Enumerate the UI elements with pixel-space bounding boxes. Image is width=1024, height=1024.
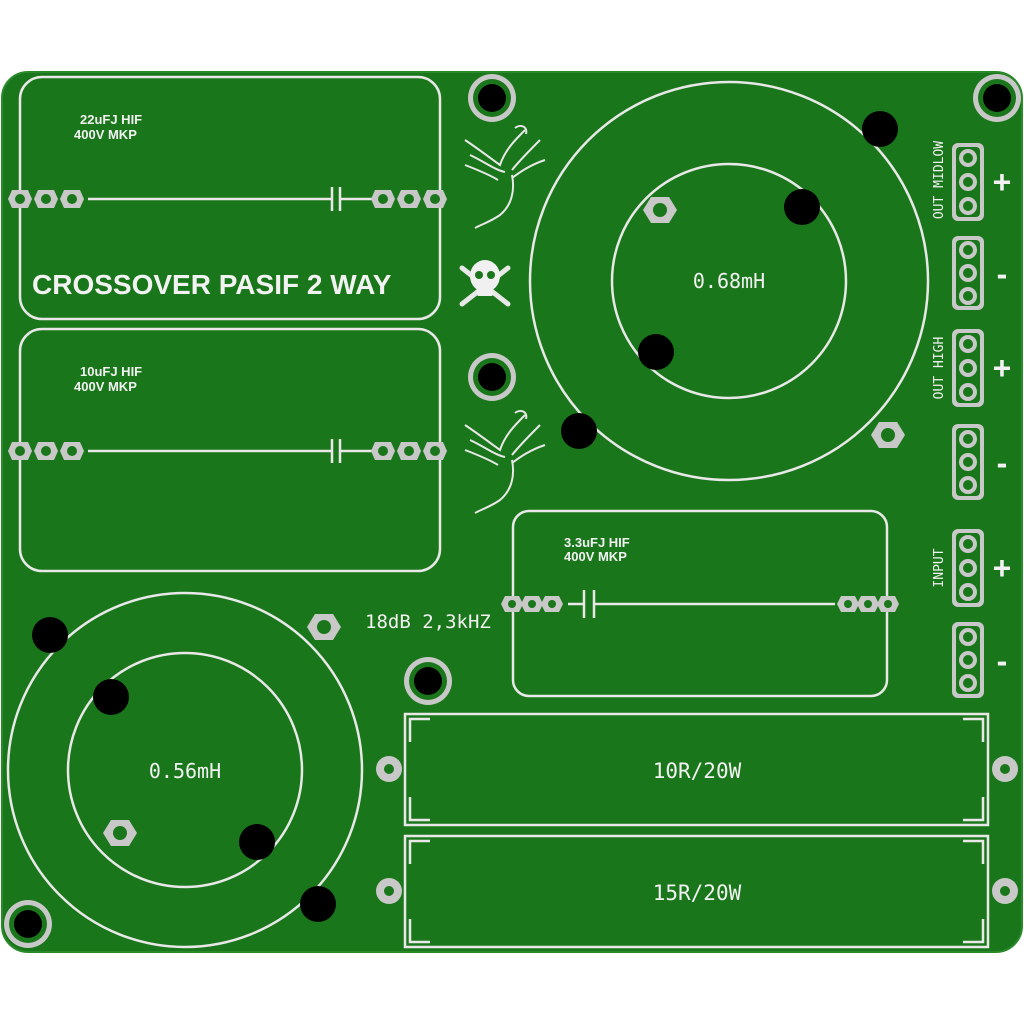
phoenix-icon [464, 410, 546, 514]
mounting-hole-bottom-left [4, 900, 52, 948]
terminal-input: + INPUT [932, 529, 1011, 607]
mounting-hole-lower-center [404, 657, 452, 705]
terminal-out-high-negative: - [952, 424, 1007, 500]
capacitor-c3-rating: 400V MKP [564, 549, 627, 564]
resistor-r1: 10R/20W [376, 712, 1018, 827]
resistor-r2-value: 15R/20W [653, 881, 742, 905]
terminal-out-high-minus: - [997, 445, 1008, 481]
inductor-l1: 0.68mH [528, 80, 930, 482]
resistor-r2: 15R/20W [376, 834, 1018, 949]
capacitor-c2: 10uFJ HIF 400V MKP [8, 327, 447, 573]
capacitor-c3-value: 3.3uFJ HIF [564, 535, 630, 550]
mounting-hole-top-right [973, 74, 1021, 122]
terminal-out-midlow-negative: - [952, 236, 1007, 310]
capacitor-c3: 3.3uFJ HIF 400V MKP [501, 509, 899, 698]
capacitor-c2-value: 10uFJ HIF [80, 364, 142, 379]
terminal-input-negative: - [952, 622, 1007, 698]
mounting-hole-top-center [468, 74, 516, 122]
terminal-out-midlow-plus: + [993, 164, 1012, 200]
terminal-out-high: + OUT HIGH [932, 329, 1011, 407]
inductor-l1-value: 0.68mH [693, 269, 765, 293]
skull-crossbones-icon [459, 260, 511, 307]
terminal-out-midlow: + OUT MIDLOW [932, 141, 1011, 221]
mounting-hole-mid-center [468, 353, 516, 401]
terminal-input-plus: + [993, 550, 1012, 586]
pcb-substrate [2, 72, 1022, 952]
inductor-l2-value: 0.56mH [149, 759, 221, 783]
inductor-l2: 0.56mH [6, 591, 364, 949]
terminal-out-high-label: OUT HIGH [932, 337, 947, 400]
capacitor-c2-rating: 400V MKP [74, 379, 137, 394]
resistor-r1-value: 10R/20W [653, 759, 742, 783]
terminal-out-midlow-minus: - [997, 256, 1008, 292]
terminal-input-minus: - [997, 643, 1008, 679]
phoenix-icon [464, 125, 546, 229]
capacitor-c1-value: 22uFJ HIF [80, 112, 142, 127]
terminal-out-midlow-label: OUT MIDLOW [932, 141, 947, 219]
board-title: CROSSOVER PASIF 2 WAY [32, 269, 392, 300]
crossover-spec: 18dB 2,3kHZ [365, 611, 491, 633]
terminal-out-high-plus: + [993, 350, 1012, 386]
terminal-input-label: INPUT [932, 548, 947, 587]
capacitor-c1-rating: 400V MKP [74, 127, 137, 142]
capacitor-c1: 22uFJ HIF 400V MKP [8, 75, 447, 321]
